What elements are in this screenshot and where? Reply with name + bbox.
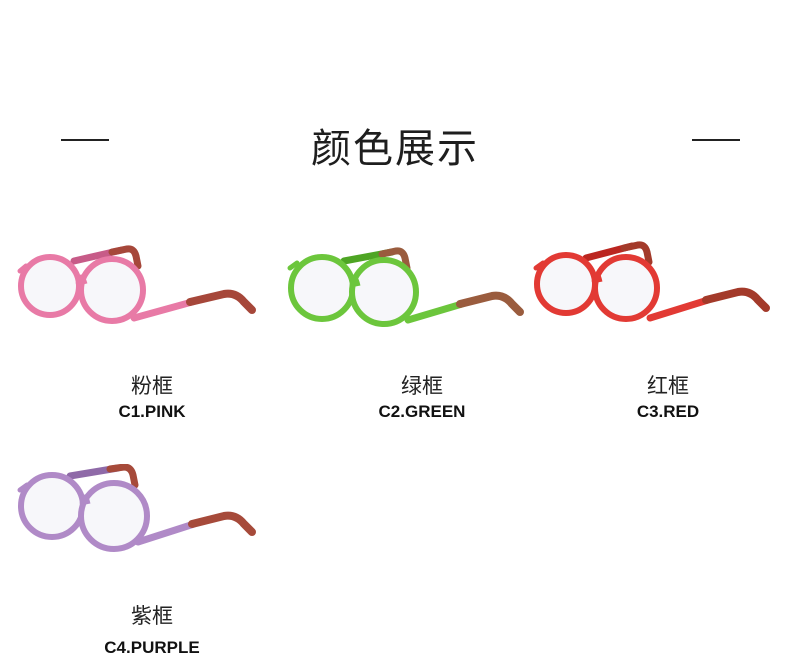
glasses-image-purple: [17, 464, 256, 552]
section-title: 颜色展示: [311, 126, 479, 172]
product-code: C2.GREEN: [378, 402, 466, 421]
section-header: 颜色展示: [0, 110, 790, 172]
product-name-cn: 红框: [647, 374, 689, 398]
product-name-cn: 绿框: [401, 374, 443, 398]
product-name-cn: 粉框: [131, 374, 173, 398]
product-name-cn: 紫框: [131, 604, 173, 628]
header-right-rule: [692, 139, 740, 141]
header-left-rule: [61, 139, 109, 141]
glasses-image-pink: [17, 245, 256, 324]
product-code: C3.RED: [636, 402, 700, 421]
glasses-image-green: [287, 247, 524, 327]
product-code: C4.PURPLE: [104, 638, 200, 657]
glasses-image-red: [533, 241, 770, 322]
product-code: C1.PINK: [118, 402, 186, 421]
